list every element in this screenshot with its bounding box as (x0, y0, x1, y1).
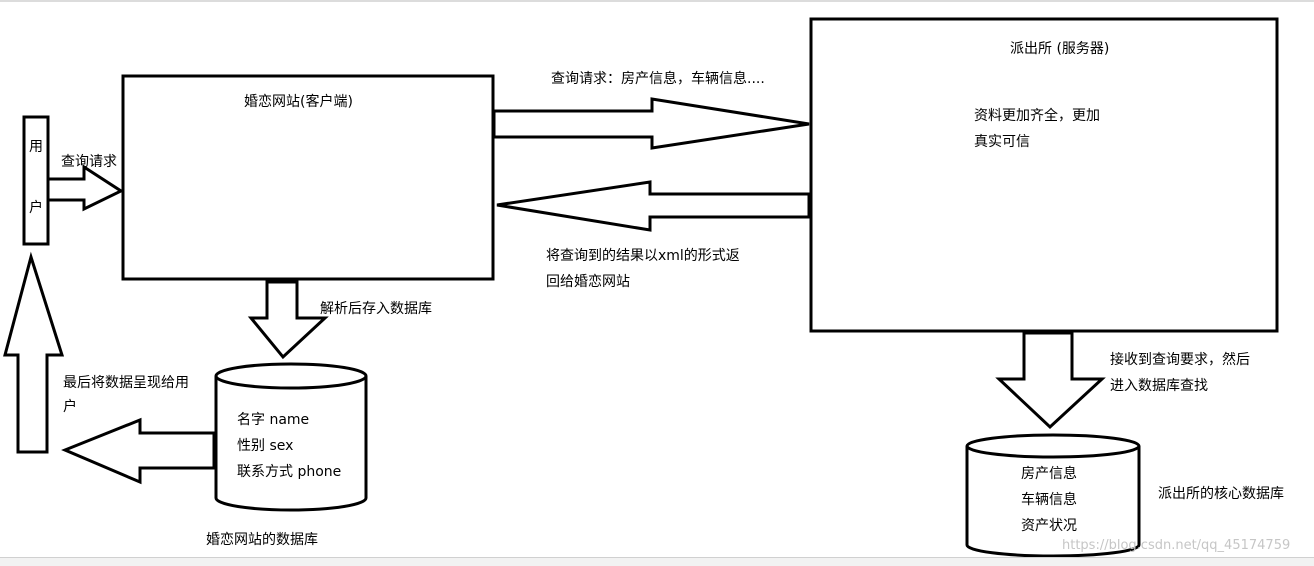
client-db-field-sex: 性别 sex (237, 438, 294, 454)
client-db-caption: 婚恋网站的数据库 (206, 532, 318, 548)
client-db-cylinder (214, 362, 368, 512)
client-title: 婚恋网站(客户端) (244, 94, 353, 110)
server-desc-line1: 资料更加齐全，更加 (974, 108, 1100, 124)
server-to-db-arrow (995, 331, 1106, 430)
user-label-char2: 户 (29, 200, 43, 216)
server-box (809, 17, 1279, 333)
user-to-client-arrow (46, 164, 125, 212)
server-db-field-property: 房产信息 (1021, 466, 1077, 482)
client-box (121, 74, 495, 281)
server-title: 派出所 (服务器) (1010, 41, 1110, 57)
server-desc-line2: 真实可信 (974, 134, 1030, 150)
to-client-label-line2: 回给婚恋网站 (546, 274, 630, 290)
client-db-field-phone: 联系方式 phone (237, 464, 342, 480)
parse-store-label: 解析后存入数据库 (320, 301, 432, 317)
client-to-db-arrow (247, 280, 329, 360)
client-db-field-name: 名字 name (237, 412, 310, 428)
user-label-char1: 用 (29, 139, 43, 155)
server-db-field-assets: 资产状况 (1021, 518, 1077, 534)
present-up-arrow (3, 251, 65, 454)
to-client-label-line1: 将查询到的结果以xml的形式返 (546, 248, 740, 264)
canvas-bottom-bar (0, 557, 1314, 566)
present-label-line2: 户 (63, 399, 77, 415)
client-to-server-arrow (492, 97, 810, 150)
user-query-label: 查询请求 (61, 154, 117, 170)
present-label-line1: 最后将数据呈现给用 (63, 375, 189, 391)
server-to-client-arrow (496, 180, 811, 232)
watermark-text: https://blog.csdn.net/qq_45174759 (1062, 538, 1291, 553)
server-db-field-vehicle: 车辆信息 (1021, 492, 1077, 508)
db-present-arrow (61, 417, 216, 485)
server-db-caption: 派出所的核心数据库 (1158, 486, 1284, 502)
server-query-label-line1: 接收到查询要求，然后 (1110, 352, 1250, 368)
server-db-cylinder (965, 433, 1141, 558)
user-box (22, 115, 50, 246)
to-server-label: 查询请求：房产信息，车辆信息.... (551, 71, 765, 87)
server-query-label-line2: 进入数据库查找 (1110, 378, 1208, 394)
canvas-top-border (0, 0, 1314, 2)
